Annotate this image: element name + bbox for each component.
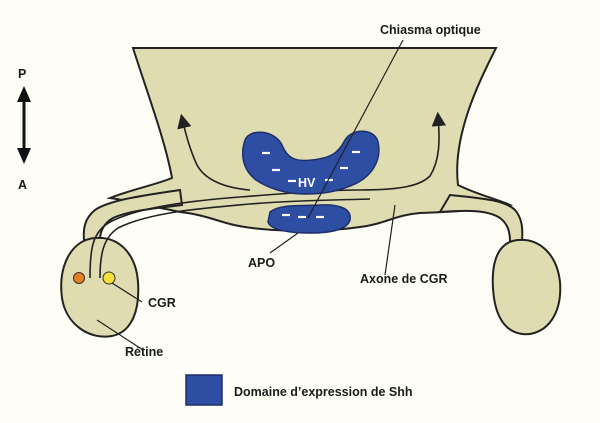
apo-label: APO xyxy=(248,256,275,270)
chiasma-label: Chiasma optique xyxy=(380,23,481,37)
cgr-cell-orange xyxy=(73,272,85,284)
hv-shh-domain xyxy=(242,130,380,195)
posterior-label: P xyxy=(18,67,26,81)
apo-dashes xyxy=(282,213,324,219)
right-optic-nerve xyxy=(438,193,524,243)
cgr-label: CGR xyxy=(148,296,176,310)
rgc-axon-ipsilateral xyxy=(177,113,251,191)
anterior-label: A xyxy=(18,178,27,192)
apo-shh-domain xyxy=(267,204,351,234)
axone-label: Axone de CGR xyxy=(360,272,448,286)
hv-dashes xyxy=(262,150,360,183)
hv-label: HV xyxy=(298,176,316,190)
legend: Domaine d’expression de Shh xyxy=(185,374,413,406)
left-retina xyxy=(60,236,140,338)
rgc-axon-path xyxy=(99,198,371,279)
right-retina xyxy=(491,238,562,336)
rgc-axon-path xyxy=(89,111,447,279)
cgr-cell-yellow xyxy=(102,271,116,285)
leader-lines xyxy=(96,39,404,351)
orientation-arrow xyxy=(17,86,31,164)
legend-swatch xyxy=(185,374,223,406)
retine-label: Rétine xyxy=(125,345,163,359)
legend-text: Domaine d’expression de Shh xyxy=(234,385,413,399)
